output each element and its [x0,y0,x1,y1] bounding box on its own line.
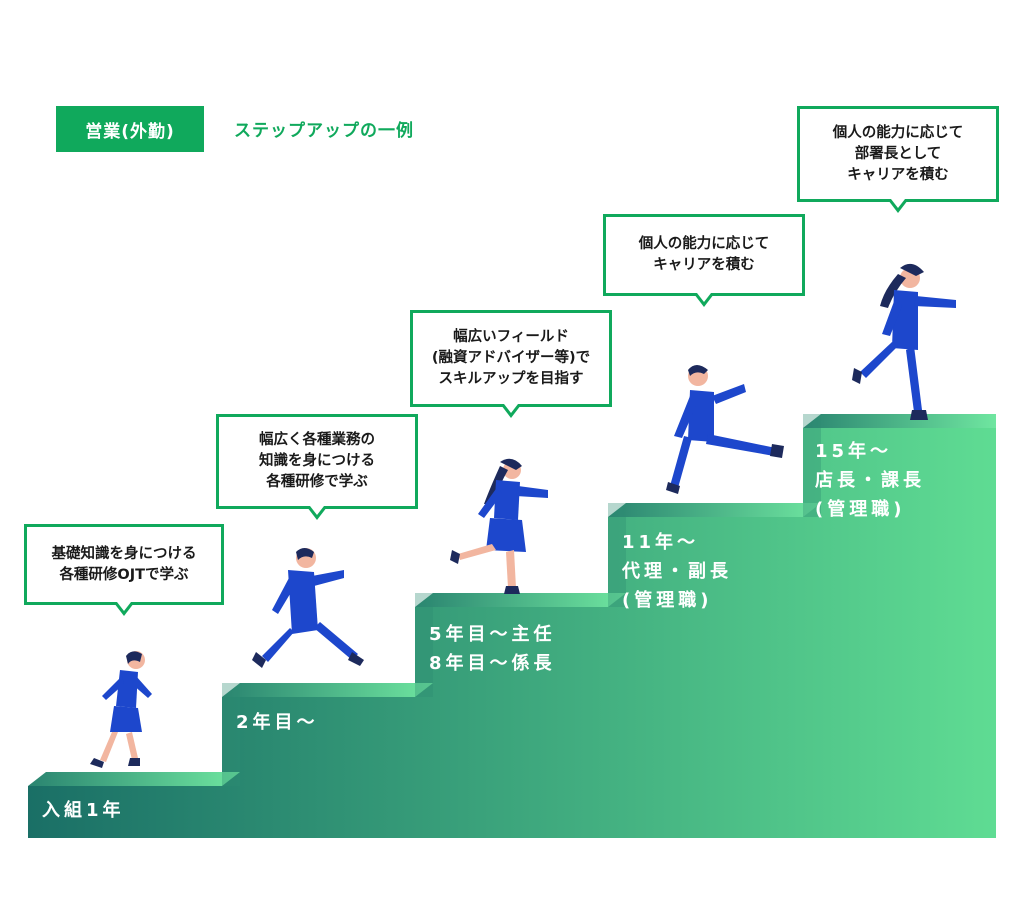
speech-bubble-2-text: 幅広く各種業務の 知識を身につける 各種研修で学ぶ [259,432,375,490]
runner-figure-3 [450,458,548,594]
speech-bubble-5: 個人の能力に応じて 部署長として キャリアを積む [797,106,999,202]
stair-riser-3 [415,593,433,697]
speech-bubble-1: 基礎知識を身につける 各種研修OJTで学ぶ [24,524,224,605]
step-label-2: 2年目〜 [236,712,319,733]
diagram-subtitle: ステップアップの一例 [234,121,414,141]
category-badge-label: 営業(外勤) [85,121,175,142]
speech-bubble-2: 幅広く各種業務の 知識を身につける 各種研修で学ぶ [216,414,418,509]
stair-tread-5 [803,414,996,428]
step-label-4: 11年〜 代理・副長 (管理職) [622,532,732,611]
stair-tread-3 [415,593,626,607]
stair-riser-2 [222,683,240,786]
speech-bubble-3: 幅広いフィールド (融資アドバイザー等)で スキルアップを目指す [410,310,612,407]
speech-bubble-4-text: 個人の能力に応じて キャリアを積む [638,236,770,273]
runner-figure-5 [852,263,956,420]
category-badge: 営業(外勤) [56,106,204,152]
step-label-1: 入組1年 [42,800,125,821]
runner-figure-4 [666,365,784,494]
runner-figure-1 [90,651,152,768]
speech-bubble-4: 個人の能力に応じて キャリアを積む [603,214,805,296]
step-label-3: 5年目〜主任 8年目〜係長 [429,624,556,674]
stair-tread-4 [608,503,821,517]
staircase-body [28,428,996,838]
step-label-5: 15年〜 店長・課長 (管理職) [815,441,925,520]
stair-riser-5 [803,414,821,517]
speech-bubble-3-text: 幅広いフィールド (融資アドバイザー等)で スキルアップを目指す [431,329,591,387]
stair-tread-2 [222,683,433,697]
speech-bubble-1-text: 基礎知識を身につける 各種研修OJTで学ぶ [51,545,197,583]
speech-bubble-5-text: 個人の能力に応じて 部署長として キャリアを積む [832,124,964,183]
stair-tread-1 [28,772,240,786]
stair-riser-4 [608,503,626,607]
runner-figure-2 [252,548,364,668]
